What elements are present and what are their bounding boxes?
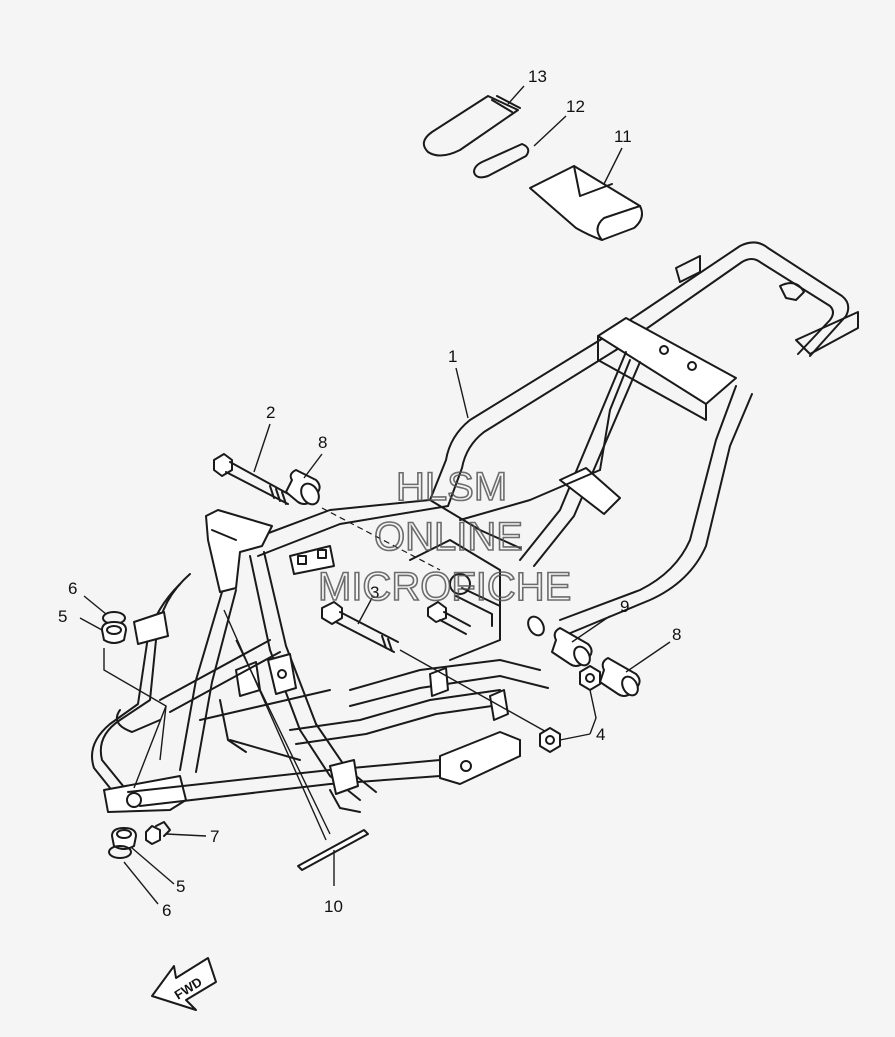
part-12-band[interactable] — [473, 143, 530, 179]
watermark-line-1: HLSM — [396, 465, 507, 509]
part-2-bolt[interactable] — [213, 453, 293, 505]
part-4-nut-upper[interactable] — [579, 665, 601, 691]
part-10-plate[interactable] — [297, 829, 369, 871]
callout-6-lower: 6 — [162, 901, 171, 920]
part-9-spacer[interactable] — [525, 614, 593, 668]
part-13-strap[interactable] — [422, 95, 521, 157]
watermark-line-3: MICROFICHE — [318, 565, 571, 609]
callout-9: 9 — [620, 597, 629, 616]
part-7-plug[interactable] — [145, 821, 171, 845]
part-5-race-lower[interactable] — [111, 827, 137, 850]
watermark: HLSM ONLINE MICROFICHE — [317, 464, 572, 610]
engine-stud[interactable] — [427, 587, 501, 635]
callout-3: 3 — [370, 583, 379, 602]
callout-5-upper: 5 — [58, 607, 67, 626]
part-3-bolt[interactable] — [321, 601, 399, 653]
alignment-line-upper — [321, 507, 441, 571]
callout-5-lower: 5 — [176, 877, 185, 896]
callout-4: 4 — [596, 725, 605, 744]
part-1-main-frame[interactable] — [91, 241, 859, 813]
alignment-line-lower — [399, 649, 551, 735]
fwd-arrow-icon: FWD — [151, 957, 217, 1011]
callout-10: 10 — [324, 897, 343, 916]
part-5-race-upper[interactable] — [101, 621, 127, 644]
part-8-collar-lower[interactable] — [599, 657, 641, 698]
part-6-ring-lower[interactable] — [108, 845, 132, 859]
callout-1: 1 — [448, 347, 457, 366]
callout-7: 7 — [210, 827, 219, 846]
callout-8-upper: 8 — [318, 433, 327, 452]
watermark-line-2: ONLINE — [374, 515, 523, 559]
callout-11: 11 — [614, 127, 632, 146]
callout-13: 13 — [528, 67, 547, 86]
part-4-nut-lower[interactable] — [539, 727, 561, 753]
callout-12: 12 — [566, 97, 585, 116]
callout-numbers: 13 12 11 1 2 8 3 9 8 4 6 5 7 5 6 10 — [58, 67, 681, 920]
leader-lines — [79, 85, 671, 905]
callout-2: 2 — [266, 403, 275, 422]
callout-8-lower: 8 — [672, 625, 681, 644]
callout-6-upper: 6 — [68, 579, 77, 598]
part-11-tool-bag[interactable] — [529, 165, 643, 241]
part-8-collar-upper[interactable] — [285, 469, 322, 508]
